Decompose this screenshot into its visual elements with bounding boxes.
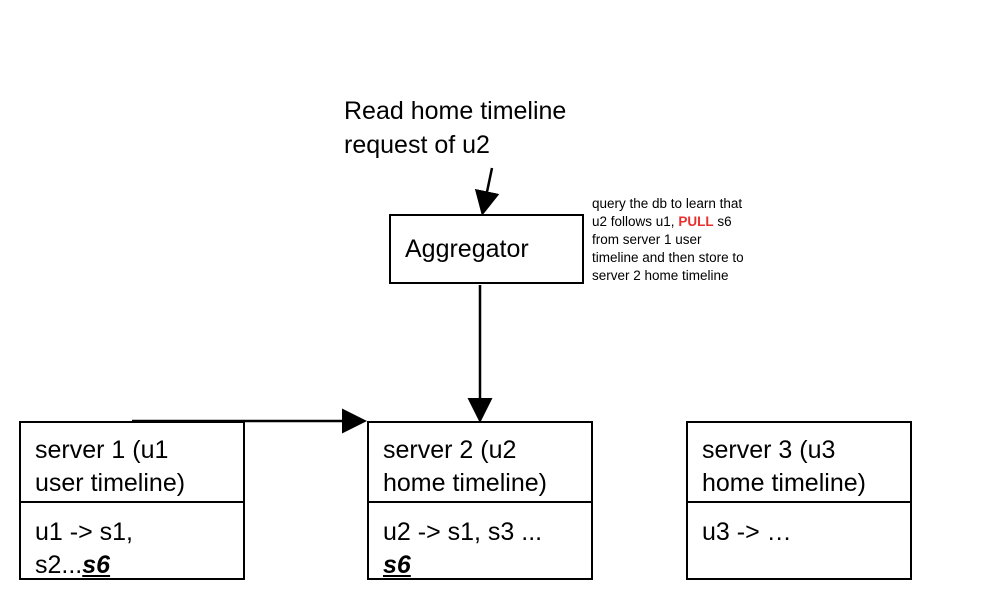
server-2-body: u2 -> s1, s3 ... s6	[383, 518, 543, 579]
server-1-title: server 1 (u1 user timeline)	[21, 423, 243, 503]
pull-keyword: PULL	[678, 214, 714, 229]
server-1-box: server 1 (u1 user timeline) u1 -> s1, s2…	[19, 421, 245, 580]
request-label: Read home timeline request of u2	[344, 94, 566, 162]
note-line-5: server 2 home timeline	[592, 268, 729, 283]
server-2-s6: s6	[383, 551, 411, 579]
note-line-2: u2 follows u1, PULL s6	[592, 214, 732, 229]
server-3-title: server 3 (u3 home timeline)	[688, 423, 910, 503]
aggregator-label: Aggregator	[405, 235, 529, 263]
request-line-2: request of u2	[344, 131, 490, 159]
server-3-body: u3 -> …	[702, 518, 792, 546]
server-2-title: server 2 (u2 home timeline)	[369, 423, 591, 503]
server-1-s6: s6	[82, 551, 111, 579]
server-1-body: u1 -> s1, s2...s6	[35, 518, 133, 579]
server-2-box: server 2 (u2 home timeline) u2 -> s1, s3…	[367, 421, 593, 580]
note-line-1: query the db to learn that	[592, 196, 743, 211]
request-line-1: Read home timeline	[344, 97, 567, 125]
aggregator-box: Aggregator	[389, 214, 584, 284]
pull-note: query the db to learn that u2 follows u1…	[592, 195, 744, 285]
request-arrow	[474, 167, 500, 216]
server-3-box: server 3 (u3 home timeline) u3 -> …	[686, 421, 912, 580]
note-line-3: from server 1 user	[592, 232, 702, 247]
note-line-4: timeline and then store to	[592, 250, 744, 265]
